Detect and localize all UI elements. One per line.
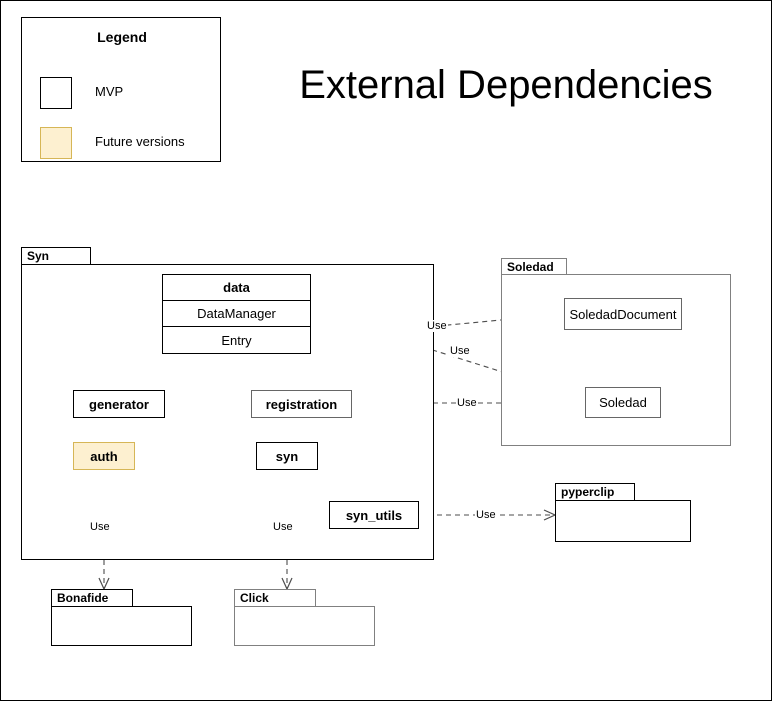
edge-label-registration-to-soledad: Use: [456, 397, 478, 409]
package-click: Click: [234, 589, 375, 646]
package-pyperclip-body: [555, 500, 691, 542]
package-bonafide: Bonafide: [51, 589, 192, 646]
edge-label-entry-to-soledaddocument: Use: [426, 320, 448, 332]
package-soledad-tab-label: Soledad: [501, 258, 567, 275]
node-registration[interactable]: registration: [251, 390, 352, 418]
package-click-body: [234, 606, 375, 646]
package-pyperclip: pyperclip: [555, 483, 691, 542]
package-pyperclip-tab-label: pyperclip: [555, 483, 635, 501]
node-data[interactable]: data DataManager Entry: [162, 274, 311, 354]
package-bonafide-body: [51, 606, 192, 646]
legend-panel: Legend MVP Future versions: [21, 17, 221, 162]
node-data-row-entry: Entry: [221, 332, 252, 348]
legend-label-future: Future versions: [95, 134, 185, 149]
legend-row-mvp: MVP: [40, 77, 218, 109]
legend-swatch-future: [40, 127, 72, 159]
package-syn-tab-label: Syn: [21, 247, 91, 265]
node-soledad-document[interactable]: SoledadDocument: [564, 298, 682, 330]
legend-label-mvp: MVP: [95, 84, 124, 99]
legend-row-future: Future versions: [40, 127, 218, 159]
edge-label-syn-to-click: Use: [272, 521, 294, 533]
node-generator[interactable]: generator: [73, 390, 165, 418]
node-auth[interactable]: auth: [73, 442, 135, 470]
node-syn-utils[interactable]: syn_utils: [329, 501, 419, 529]
legend-swatch-mvp: [40, 77, 72, 109]
node-data-header: data: [163, 275, 310, 301]
edge-label-auth-to-bonafide: Use: [89, 521, 111, 533]
edge-label-synutils-to-pyperclip: Use: [475, 509, 497, 521]
legend-title: Legend: [97, 29, 147, 45]
node-soledad[interactable]: Soledad: [585, 387, 661, 418]
node-syn[interactable]: syn: [256, 442, 318, 470]
node-data-row-datamanager: DataManager: [163, 301, 310, 327]
page-title: External Dependencies: [299, 63, 713, 107]
package-bonafide-tab-label: Bonafide: [51, 589, 133, 607]
package-click-tab-label: Click: [234, 589, 316, 607]
edge-label-datamanager-to-soledad: Use: [449, 345, 471, 357]
